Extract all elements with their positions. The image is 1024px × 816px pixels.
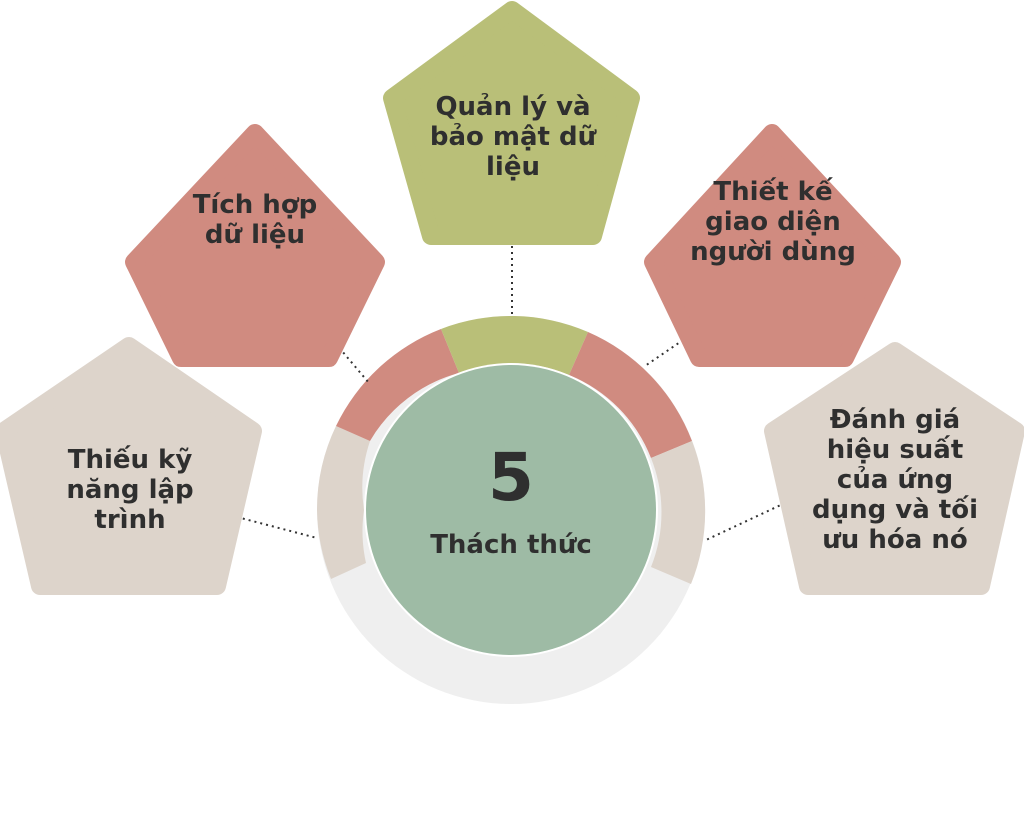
challenge-label-2: Tích hợp dữ liệu	[192, 190, 318, 250]
challenge-label-1: Thiếu kỹ năng lập trình	[66, 445, 194, 535]
connector-1	[236, 516, 318, 539]
ring-segment-1	[316, 426, 370, 510]
connector-5	[705, 502, 786, 541]
ring-segment-3	[441, 315, 588, 375]
challenge-label-5: Đánh giá hiệu suất của ứng dụng và tối ư…	[811, 405, 979, 555]
ring-segment-1b	[317, 510, 366, 579]
pentagon-1	[0, 337, 262, 595]
center-caption: Thách thức	[430, 530, 592, 560]
ring-segment-2	[336, 329, 459, 441]
pentagon-2	[125, 124, 385, 367]
challenge-count: 5	[488, 439, 534, 516]
pentagon-3	[383, 1, 640, 245]
pentagon-4	[644, 124, 901, 367]
challenge-label-4: Thiết kế giao diện người dùng	[690, 177, 856, 267]
challenge-label-3: Quản lý và bảo mật dữ liệu	[429, 92, 597, 182]
pentagon-5	[764, 342, 1024, 595]
ring-segment-4	[569, 332, 692, 458]
ring-segment-5	[651, 441, 706, 584]
center-circle	[366, 365, 656, 655]
